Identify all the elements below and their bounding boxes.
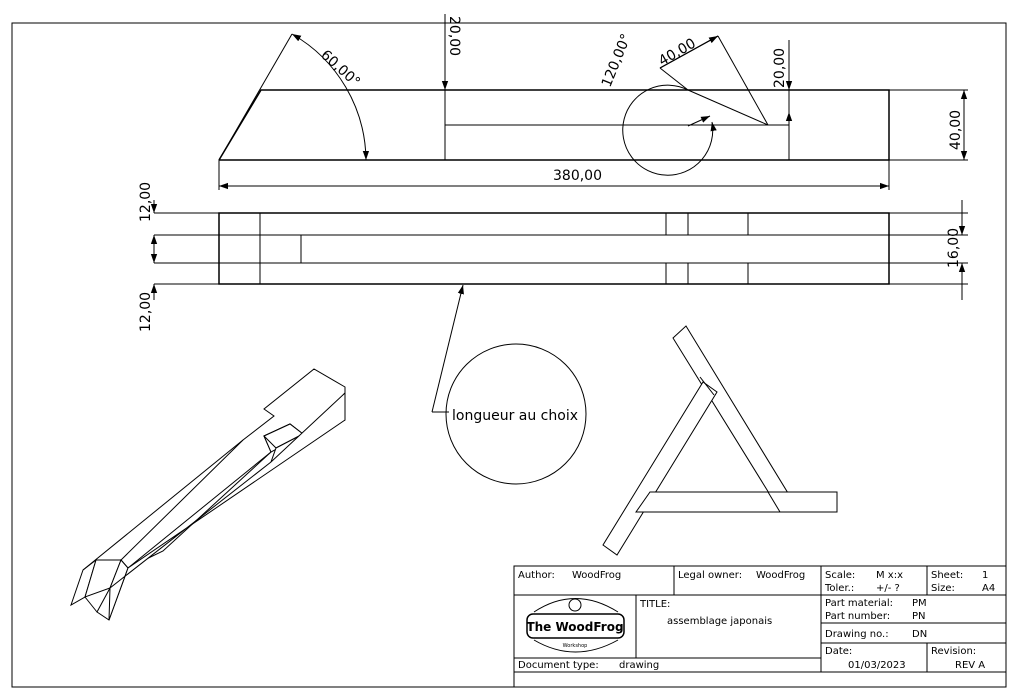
title-label: TITLE: bbox=[639, 599, 670, 610]
partno-value: PN bbox=[912, 611, 926, 622]
dim-16: 16,00 bbox=[946, 228, 962, 268]
dim-120-angle: 120,00° bbox=[599, 32, 635, 90]
revision-label: Revision: bbox=[931, 646, 976, 657]
size-value: A4 bbox=[982, 583, 995, 594]
dim-40-height: 40,00 bbox=[948, 110, 964, 150]
title-value: assemblage japonais bbox=[667, 616, 772, 627]
scale-value: M x:x bbox=[876, 570, 903, 581]
triangle-assembly bbox=[602, 325, 838, 556]
length-note: longueur au choix bbox=[431, 284, 587, 485]
doctype-label: Document type: bbox=[518, 660, 599, 671]
revision-value: REV A bbox=[955, 660, 985, 671]
toler-label: Toler.: bbox=[824, 583, 854, 594]
material-value: PM bbox=[912, 598, 927, 609]
doctype-value: drawing bbox=[619, 660, 659, 671]
partno-label: Part number: bbox=[825, 611, 890, 622]
woodfrog-logo: The WoodFrog Workshop bbox=[526, 598, 625, 653]
top-view: 20,00 60,00° 120,00° 40,00 20,00 40,00 3… bbox=[218, 14, 968, 190]
author-label: Author: bbox=[518, 570, 555, 581]
author-value: WoodFrog bbox=[572, 570, 621, 581]
title-block: Author: WoodFrog Legal owner: WoodFrog S… bbox=[513, 565, 1007, 688]
material-label: Part material: bbox=[825, 598, 893, 609]
toler-value: +/- ? bbox=[876, 583, 900, 594]
scale-label: Scale: bbox=[825, 570, 855, 581]
sheet-border bbox=[11, 22, 1007, 688]
logo-sub: Workshop bbox=[563, 643, 588, 649]
owner-label: Legal owner: bbox=[678, 570, 742, 581]
dim-12-top: 12,00 bbox=[138, 182, 154, 222]
dim-20-right: 20,00 bbox=[772, 48, 788, 88]
sheet-value: 1 bbox=[982, 570, 988, 581]
date-value: 01/03/2023 bbox=[848, 660, 906, 671]
isometric-piece bbox=[70, 368, 346, 621]
dim-40-inclined: 40,00 bbox=[656, 36, 699, 70]
drawing-value: DN bbox=[912, 629, 927, 640]
dim-380-length: 380,00 bbox=[553, 168, 602, 184]
dim-12-bottom: 12,00 bbox=[138, 292, 154, 332]
owner-value: WoodFrog bbox=[756, 570, 805, 581]
note-text: longueur au choix bbox=[452, 408, 578, 424]
dim-20-left: 20,00 bbox=[446, 16, 462, 56]
logo-text: The WoodFrog bbox=[526, 620, 623, 634]
sheet-label: Sheet: bbox=[931, 570, 963, 581]
drawing-label: Drawing no.: bbox=[825, 629, 889, 640]
date-label: Date: bbox=[825, 646, 852, 657]
size-label: Size: bbox=[931, 583, 955, 594]
side-view: 12,00 12,00 16,00 bbox=[138, 182, 968, 332]
dim-60-angle: 60,00° bbox=[317, 47, 363, 90]
